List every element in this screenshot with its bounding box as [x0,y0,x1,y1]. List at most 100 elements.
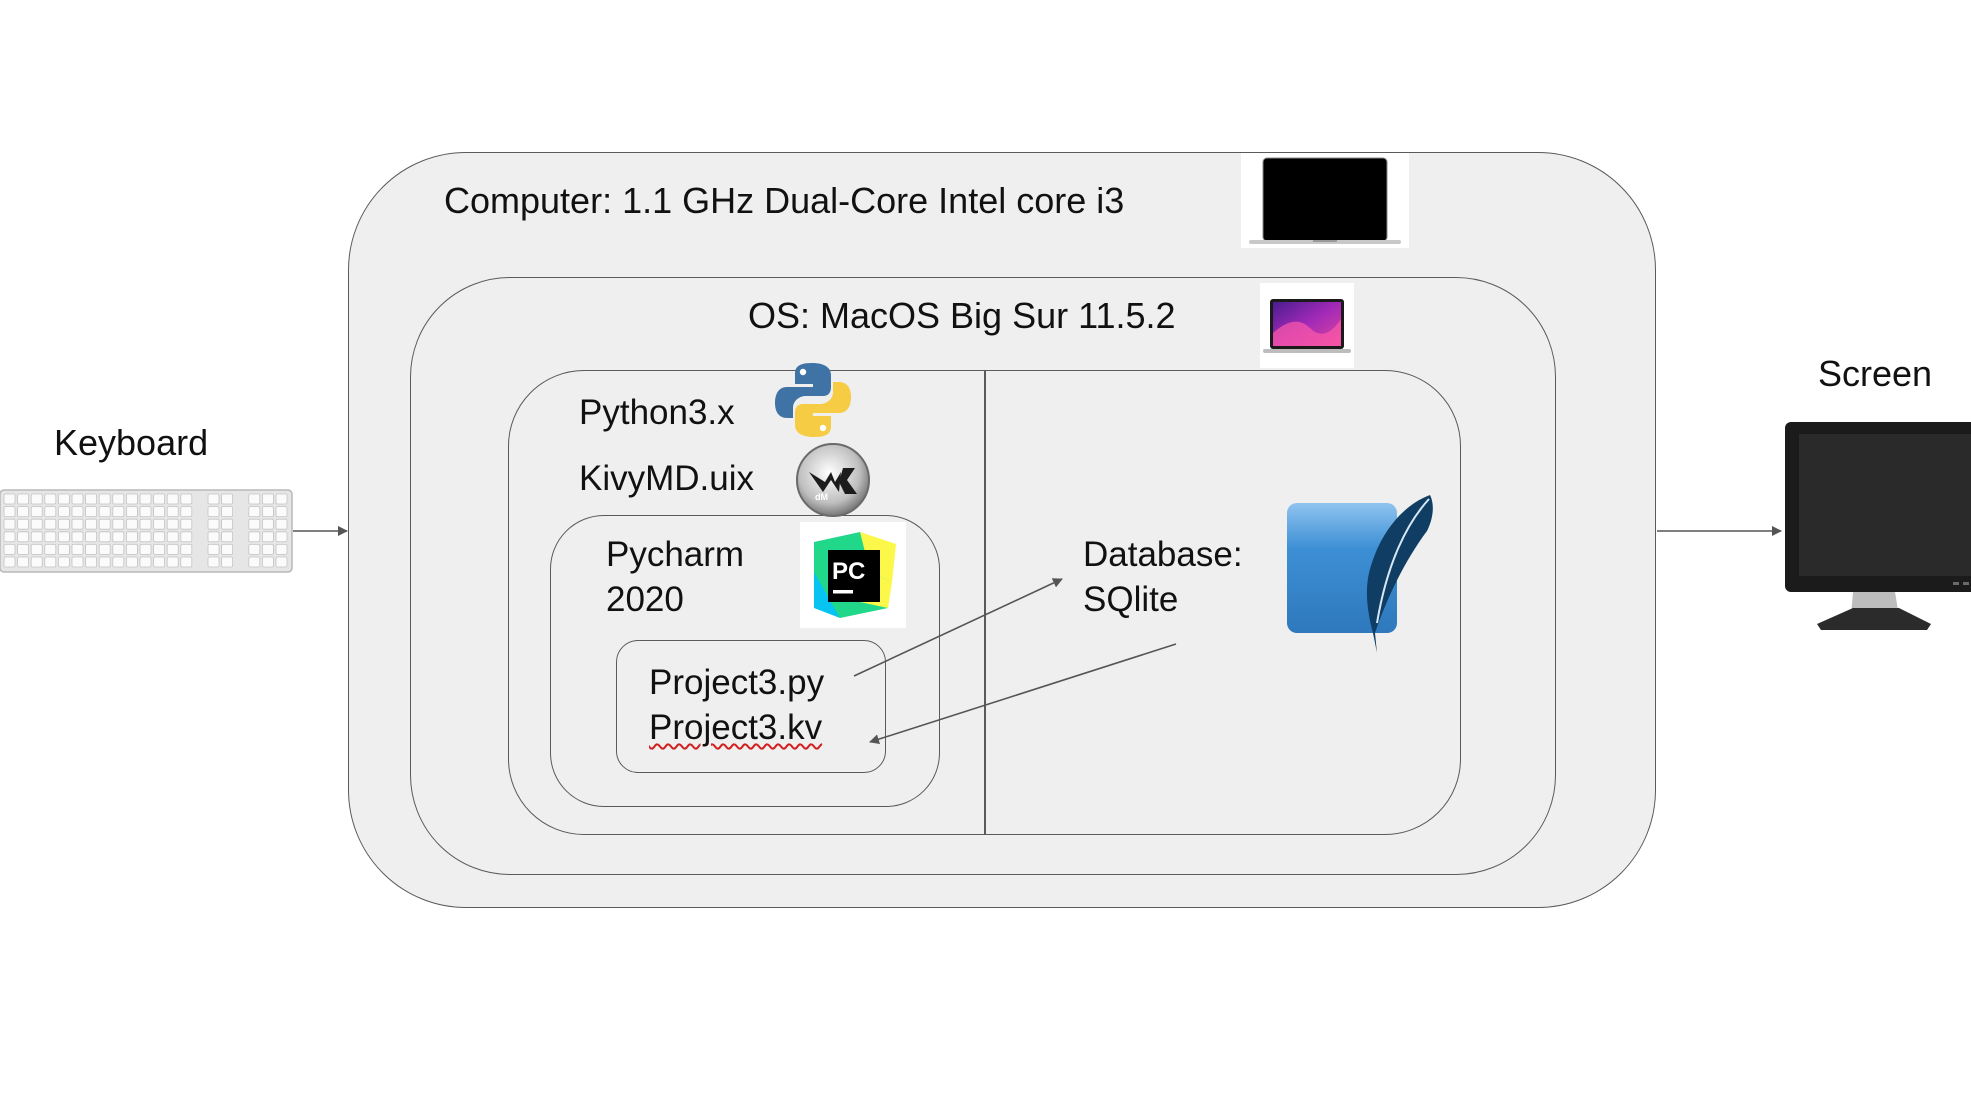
keyboard-key [261,518,274,530]
keyboard-key [58,518,70,530]
keyboard-key [275,556,288,568]
keyboard-icon [0,489,293,573]
keyboard-key [3,544,16,555]
keyboard-key [17,518,30,530]
keyboard-key [112,531,125,543]
keyboard-key [275,506,288,518]
keyboard-key [58,556,70,568]
keyboard-key [139,544,152,555]
database-label: Database: SQlite [1083,535,1243,619]
keyboard-key [207,506,220,518]
keyboard-key [112,493,125,505]
keyboard-key [85,531,97,543]
kivymd-logo-icon: dM [795,442,871,518]
keyboard-key [180,544,193,555]
keyboard-key [207,518,220,530]
keyboard-key [180,506,193,518]
keyboard-key [248,493,261,505]
keyboard-key [71,518,84,530]
keyboard-key [261,531,274,543]
keyboard-key [180,556,193,568]
keyboard-key [98,493,111,505]
project-kv-label: Project3.kv [649,708,823,747]
keyboard-key [207,531,220,543]
keyboard-key [58,493,70,505]
keyboard-key [44,506,57,518]
sqlite-logo-icon [1283,493,1435,653]
keyboard-key [85,506,97,518]
keyboard-key [85,493,97,505]
keyboard-key [221,493,234,505]
keyboard-key [275,531,288,543]
keyboard-key [3,518,16,530]
keyboard-key [166,493,179,505]
keyboard-key [30,518,43,530]
keyboard-key [139,531,152,543]
keyboard-key [17,506,30,518]
keyboard-key [44,556,57,568]
keyboard-key [248,544,261,555]
keyboard-key [153,493,166,505]
pycharm-label: Pycharm 2020 [606,535,745,619]
keyboard-key [275,544,288,555]
keyboard-key [207,544,220,555]
keyboard-key [261,556,274,568]
keyboard-key [30,506,43,518]
keyboard-key [207,556,220,568]
keyboard-key [71,531,84,543]
project-box [616,640,886,773]
keyboard-key [3,531,16,543]
keyboard-key [17,556,30,568]
keyboard-key [180,518,193,530]
keyboard-key [248,506,261,518]
svg-text:dM: dM [815,492,828,502]
keyboard-key [30,493,43,505]
keyboard-key [139,556,152,568]
keyboard-key [44,518,57,530]
keyboard-key [30,531,43,543]
keyboard-key [3,493,16,505]
keyboard-key [166,506,179,518]
keyboard-key [153,556,166,568]
laptop-icon [1241,153,1409,248]
keyboard-key [207,493,220,505]
database-to-project-arrow [869,643,1177,745]
keyboard-key [3,506,16,518]
monitor-icon [1783,418,1971,640]
keyboard-key [139,506,152,518]
screen-label: Screen [1818,353,1933,394]
keyboard-key [17,544,30,555]
keyboard-key [275,493,288,505]
keyboard-key [180,531,193,543]
computer-label: Computer: 1.1 GHz Dual-Core Intel core i… [444,180,1125,221]
keyboard-key [153,506,166,518]
keyboard-key [58,544,70,555]
keyboard-key [153,531,166,543]
keyboard-key [248,556,261,568]
keyboard-key [261,544,274,555]
keyboard-key [71,556,84,568]
keyboard-key [221,518,234,530]
keyboard-key [139,518,152,530]
keyboard-key [30,556,43,568]
python-label: Python3.x [579,393,735,432]
pycharm-logo-icon: PC [800,522,906,628]
keyboard-key [112,556,125,568]
os-label: OS: MacOS Big Sur 11.5.2 [748,295,1176,336]
keyboard-key [180,493,193,505]
keyboard-key [3,556,16,568]
project-py-label: Project3.py [649,663,825,702]
keyboard-key [166,518,179,530]
keyboard-key [30,544,43,555]
keyboard-key [126,506,138,518]
keyboard-key [221,556,234,568]
keyboard-key [261,493,274,505]
python-logo-icon [773,360,853,440]
keyboard-key [44,493,57,505]
keyboard-key [71,544,84,555]
keyboard-key [126,556,138,568]
keyboard-key [98,506,111,518]
keyboard-label: Keyboard [54,422,209,463]
keyboard-key [44,544,57,555]
